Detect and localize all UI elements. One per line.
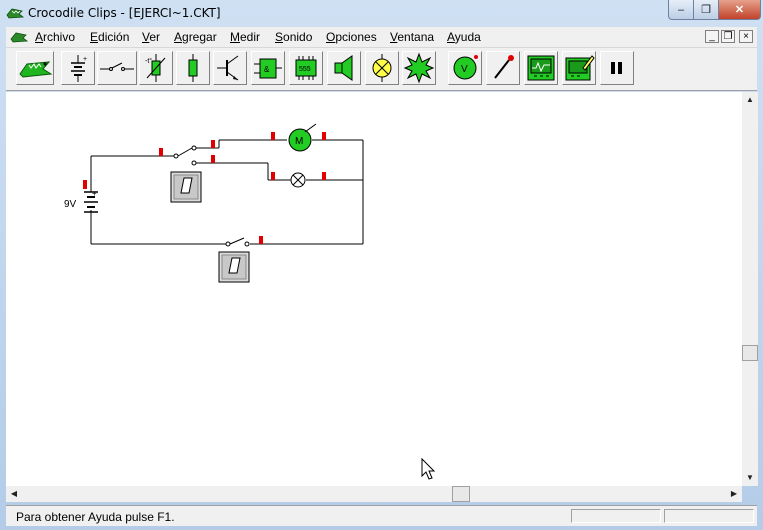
maximize-icon: ❐ [701,4,711,16]
mdi-minimize-button[interactable]: _ [705,30,719,43]
scroll-down-icon[interactable]: ▼ [746,473,754,482]
mdi-close-button[interactable]: × [739,30,753,43]
menu-edicion[interactable]: Edición [90,30,130,44]
circuit-canvas[interactable]: + 9V M [6,92,742,486]
horizontal-scrollbar[interactable]: ◀ ▶ [6,486,742,502]
lamp-icon [372,54,392,82]
voltmeter-icon: V [453,55,478,80]
vertical-scrollbar[interactable]: ▲ ▼ [742,92,758,486]
graph-edit-button[interactable] [562,51,596,85]
battery-component[interactable]: + 9V [64,189,98,213]
svg-text:+: + [92,189,97,198]
status-text: Para obtener Ayuda pulse F1. [16,510,175,524]
switch-2-control[interactable] [218,251,250,283]
graph-edit-icon [565,55,595,81]
speaker-icon [334,55,353,81]
variable-resistor-icon: -t° [145,54,166,82]
battery-label: 9V [64,199,77,210]
menu-ayuda[interactable]: Ayuda [447,30,481,44]
close-button[interactable]: ✕ [718,0,761,20]
menu-ver[interactable]: Ver [142,30,161,44]
scroll-right-icon[interactable]: ▶ [730,489,738,498]
burst-icon [403,52,435,84]
chip-555-button[interactable]: 555 [289,51,323,85]
document-crocodile-icon[interactable] [10,29,28,45]
svg-text:+: + [83,56,87,63]
crocodile-button[interactable] [16,51,54,85]
menu-opciones[interactable]: Opciones [326,30,377,44]
battery-button[interactable]: + [61,51,95,85]
menu-medir[interactable]: Medir [230,30,261,44]
switch-1-control[interactable] [170,171,202,203]
horizontal-scroll-thumb[interactable] [452,486,470,502]
speaker-button[interactable] [327,51,361,85]
component-toolbar: + -t° [6,48,757,91]
window-title: Crocodile Clips - [EJERCI~1.CKT] [28,6,221,20]
crocodile-icon [19,61,53,78]
svg-text:-t°: -t° [145,57,152,65]
probe-icon [494,55,514,79]
mdi-restore-button[interactable]: ❐ [721,30,735,43]
oscilloscope-icon [527,55,555,81]
variable-resistor-button[interactable]: -t° [139,51,173,85]
maximize-button[interactable]: ❐ [693,0,719,20]
pause-button[interactable] [600,51,634,85]
status-bar: Para obtener Ayuda pulse F1. [6,505,757,526]
oscilloscope-button[interactable] [524,51,558,85]
svg-text:&: & [264,65,270,74]
vertical-scroll-thumb[interactable] [742,345,758,361]
menu-agregar[interactable]: Agregar [174,30,217,44]
transistor-button[interactable] [213,51,247,85]
status-pane-2 [664,509,754,523]
title-bar[interactable]: Crocodile Clips - [EJERCI~1.CKT] – ❐ ✕ [0,0,763,26]
crocodile-app-icon [6,8,24,19]
menu-sonido[interactable]: Sonido [275,30,313,44]
switch-icon [100,62,134,71]
svg-text:V: V [461,64,468,75]
scroll-left-icon[interactable]: ◀ [10,489,18,498]
chip-555-icon: 555 [295,56,317,80]
close-icon: ✕ [734,4,745,16]
minimize-icon: – [677,3,685,16]
voltmeter-button[interactable]: V [448,51,482,85]
mouse-cursor-icon [421,457,436,480]
scroll-up-icon[interactable]: ▲ [746,95,754,104]
resistor-icon [188,54,198,82]
lamp-button[interactable] [365,51,399,85]
circuit-diagram: + 9V M [64,123,436,480]
pause-icon [611,62,622,74]
motor-component[interactable]: M [288,123,317,152]
probe-button[interactable] [486,51,520,85]
minimize-button[interactable]: – [668,0,694,20]
logic-gate-icon: & [254,58,282,79]
svg-text:555: 555 [299,66,311,73]
resistor-button[interactable] [176,51,210,85]
menu-archivo[interactable]: Archivo [35,30,76,44]
battery-icon: + [71,55,87,82]
switch-button[interactable] [97,51,137,85]
logic-gate-button[interactable]: & [251,51,285,85]
lamp-component[interactable] [290,172,306,188]
burst-button[interactable] [402,51,436,85]
transistor-icon [217,55,239,81]
motor-label: M [295,136,303,147]
menu-bar: Archivo Edición Ver Agregar Medir Sonido… [6,27,757,48]
menu-ventana[interactable]: Ventana [390,30,435,44]
status-pane-1 [571,509,661,523]
